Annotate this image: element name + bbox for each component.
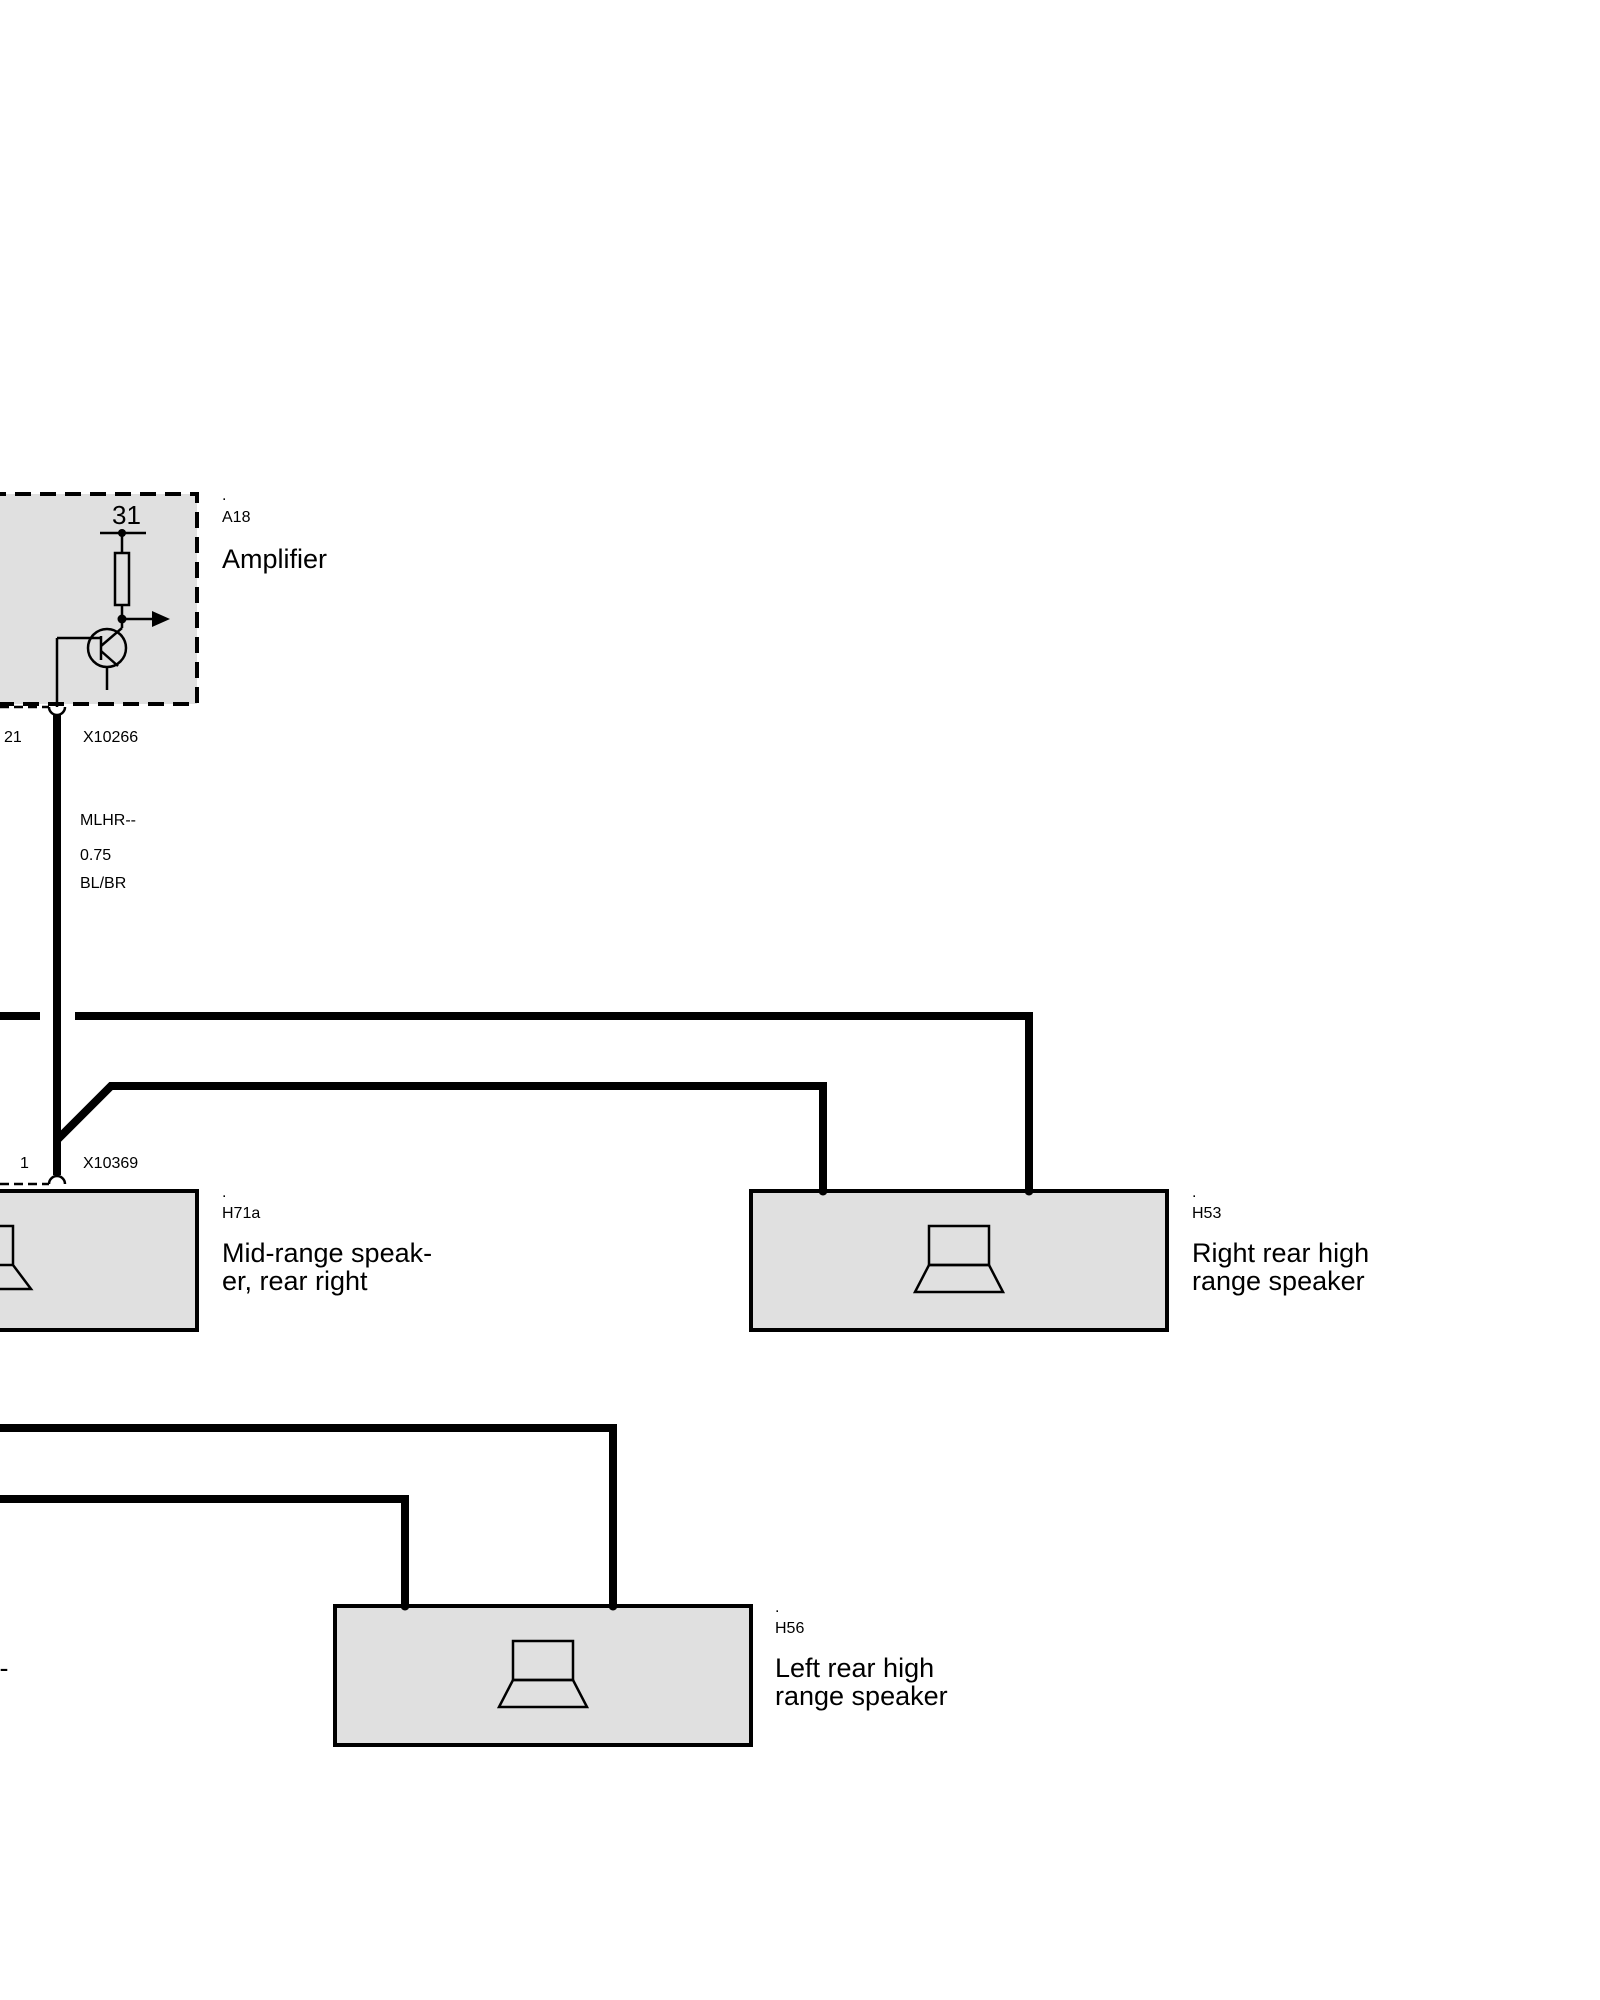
- wire-h56-outer: [0, 1424, 617, 1606]
- h53-name-line2: range speaker: [1192, 1266, 1365, 1296]
- wire-h56-inner: [0, 1495, 409, 1606]
- h53-name-line1: Right rear high: [1192, 1238, 1369, 1268]
- wire-code: MLHR--: [80, 812, 136, 829]
- transistor-icon: [55, 605, 170, 707]
- h71a-id: H71a: [222, 1205, 260, 1222]
- ground-pin-label: 31: [112, 500, 141, 530]
- speaker-h71a: . H71a Mid-range speak- er, rear right: [0, 1184, 432, 1332]
- connector-x10266-pin: 21: [4, 729, 22, 746]
- connector-x10266-label: X10266: [83, 729, 138, 746]
- h53-dot: .: [1192, 1184, 1196, 1201]
- h56-name-line1: Left rear high: [775, 1653, 934, 1683]
- speaker-h53: . H53 Right rear high range speaker: [749, 1184, 1369, 1332]
- connector-x10369: 1 X10369: [0, 1155, 138, 1186]
- amplifier-name: Amplifier: [222, 544, 327, 574]
- h56-id: H56: [775, 1620, 804, 1637]
- h53-id: H53: [1192, 1205, 1221, 1222]
- left-partial-label: k-: [0, 1653, 9, 1683]
- amplifier-a18: 31 . A18 Amplifier: [0, 487, 327, 707]
- speaker-icon: [912, 1224, 1006, 1294]
- ground-icon: [100, 529, 146, 553]
- speaker-icon: [0, 1224, 34, 1291]
- speaker-h56-box: [333, 1604, 753, 1747]
- h71a-name-line1: Mid-range speak-: [222, 1238, 432, 1268]
- speaker-icon: [496, 1639, 590, 1709]
- speaker-h71a-box: [0, 1189, 199, 1332]
- resistor-icon: [113, 551, 131, 607]
- h71a-dot: .: [222, 1184, 226, 1201]
- speaker-h53-box: [749, 1189, 1169, 1332]
- h56-dot: .: [775, 1599, 779, 1616]
- wire-h53-inner: [54, 1082, 827, 1191]
- connector-x10369-pin: 1: [20, 1155, 29, 1172]
- connector-x10266: 21 X10266: [0, 705, 138, 746]
- wire-gauge: 0.75: [80, 847, 111, 864]
- h56-name-line2: range speaker: [775, 1681, 948, 1711]
- connector-x10369-label: X10369: [83, 1155, 138, 1172]
- amplifier-box: [0, 492, 199, 706]
- wire-color: BL/BR: [80, 875, 126, 892]
- h71a-name-line2: er, rear right: [222, 1266, 368, 1296]
- speaker-h56: . H56 Left rear high range speaker: [333, 1599, 948, 1747]
- wire-h53-outer: [75, 1012, 1033, 1191]
- amplifier-dot: .: [222, 487, 226, 504]
- wire-mlhr-label: MLHR-- 0.75 BL/BR: [80, 812, 136, 892]
- amplifier-id: A18: [222, 509, 251, 526]
